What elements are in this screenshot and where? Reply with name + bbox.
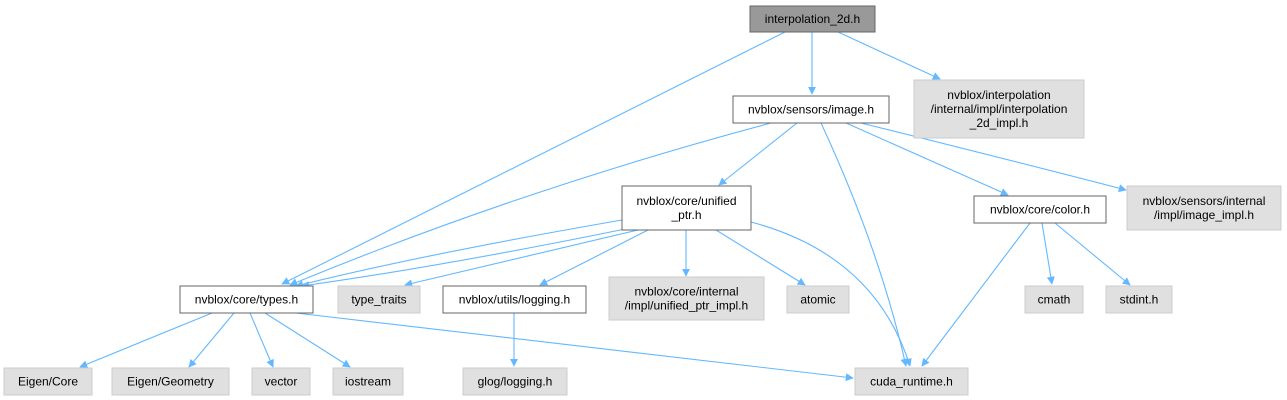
node-box: [179, 285, 314, 314]
node-stdint[interactable]: stdint.h: [1105, 285, 1173, 314]
node-label: nvblox/core/types.h: [195, 293, 298, 307]
node-label: /internal/impl/interpolation: [931, 102, 1068, 116]
node-box: [854, 367, 969, 396]
edge-core_types-to-cuda_runtime: [295, 312, 854, 382]
node-image-impl[interactable]: nvblox/sensors/internal/impl/image_impl.…: [1126, 185, 1282, 231]
node-label: nvblox/core/color.h: [990, 203, 1090, 217]
node-box: [332, 367, 404, 396]
node-label: /impl/unified_ptr_impl.h: [625, 299, 748, 313]
node-eigen-core[interactable]: Eigen/Core: [3, 367, 93, 396]
edge-core_color-to-stdint: [1054, 222, 1131, 286]
edge-core_types-to-eigen_core: [79, 312, 213, 368]
node-box: [442, 285, 587, 314]
node-box: [1024, 285, 1084, 314]
node-unified-ptr-impl[interactable]: nvblox/core/internal/impl/unified_ptr_im…: [608, 276, 765, 321]
node-iostream[interactable]: iostream: [332, 367, 404, 396]
node-box: [3, 367, 93, 396]
node-box: [1105, 285, 1173, 314]
edge-core_color-to-cmath: [1041, 222, 1055, 285]
node-label: interpolation_2d.h: [765, 12, 860, 26]
node-interp-impl[interactable]: nvblox/interpolation/internal/impl/inter…: [913, 79, 1085, 139]
node-box: [786, 285, 850, 314]
edge-unified_ptr-to-core_types: [301, 227, 631, 289]
node-label: stdint.h: [1120, 293, 1159, 307]
node-box: [621, 185, 752, 231]
node-cuda-runtime[interactable]: cuda_runtime.h: [854, 367, 969, 396]
node-label: vector: [265, 375, 298, 389]
node-label: nvblox/sensors/internal: [1143, 194, 1266, 208]
edges-layer: [79, 31, 1131, 382]
node-box: [913, 79, 1085, 139]
node-box: [608, 276, 765, 321]
node-utils-logging[interactable]: nvblox/utils/logging.h: [442, 285, 587, 314]
edge-sensors_image-to-image_impl: [860, 122, 1127, 193]
node-label: _ptr.h: [670, 208, 701, 222]
edge-unified_ptr-to-cuda_runtime: [750, 221, 912, 367]
edge-sensors_image-to-unified_ptr: [718, 122, 798, 186]
node-box: [732, 95, 890, 124]
edge-unified_ptr-to-utils_logging: [539, 229, 649, 286]
node-label: glog/logging.h: [478, 375, 553, 389]
node-core-color[interactable]: nvblox/core/color.h: [973, 195, 1107, 224]
node-unified-ptr[interactable]: nvblox/core/unified_ptr.h: [621, 185, 752, 231]
node-box: [1126, 185, 1282, 231]
edge-sensors_image-to-cuda_runtime: [820, 122, 909, 367]
node-box: [111, 367, 230, 396]
node-box: [749, 5, 876, 33]
node-label: nvblox/interpolation: [947, 88, 1050, 102]
node-type-traits[interactable]: type_traits: [337, 285, 421, 314]
node-label: nvblox/utils/logging.h: [459, 293, 570, 307]
edge-interpolation_2d-to-interp_impl: [837, 31, 941, 80]
node-label: _2d_impl.h: [969, 116, 1029, 130]
node-label: nvblox/core/unified: [636, 194, 736, 208]
edge-sensors_image-to-core_color: [845, 122, 1009, 196]
node-label: type_traits: [351, 293, 406, 307]
edge-core_types-to-eigen_geometry: [188, 312, 235, 368]
node-label: cmath: [1038, 293, 1071, 307]
node-label: Eigen/Geometry: [127, 375, 214, 389]
edge-core_types-to-vector: [249, 312, 274, 368]
node-label: cuda_runtime.h: [870, 375, 953, 389]
node-label: iostream: [345, 375, 391, 389]
node-eigen-geometry[interactable]: Eigen/Geometry: [111, 367, 230, 396]
node-cmath[interactable]: cmath: [1024, 285, 1084, 314]
node-core-types[interactable]: nvblox/core/types.h: [179, 285, 314, 314]
node-interpolation-2d[interactable]: interpolation_2d.h: [749, 5, 876, 33]
node-label: nvblox/sensors/image.h: [748, 103, 874, 117]
node-glog-logging[interactable]: glog/logging.h: [462, 367, 568, 396]
node-label: Eigen/Core: [18, 375, 78, 389]
edge-unified_ptr-to-atomic: [715, 229, 806, 286]
node-label: atomic: [800, 293, 835, 307]
node-box: [973, 195, 1107, 224]
edge-unified_ptr-to-type_traits: [404, 229, 639, 288]
node-atomic[interactable]: atomic: [786, 285, 850, 314]
edge-unified_ptr-to-core_types: [295, 219, 623, 289]
edge-core_types-to-iostream: [264, 312, 351, 368]
nodes-layer: interpolation_2d.h nvblox/interpolation/i…: [3, 5, 1282, 396]
node-box: [462, 367, 568, 396]
edge-sensors_image-to-core_types: [289, 122, 772, 286]
edge-core_color-to-cuda_runtime: [921, 222, 1031, 367]
node-label: nvblox/core/internal: [634, 285, 738, 299]
node-box: [337, 285, 421, 314]
node-vector[interactable]: vector: [251, 367, 311, 396]
edge-interpolation_2d-to-core_types: [281, 31, 786, 285]
node-sensors-image[interactable]: nvblox/sensors/image.h: [732, 95, 890, 124]
node-label: /impl/image_impl.h: [1154, 208, 1254, 222]
node-box: [251, 367, 311, 396]
